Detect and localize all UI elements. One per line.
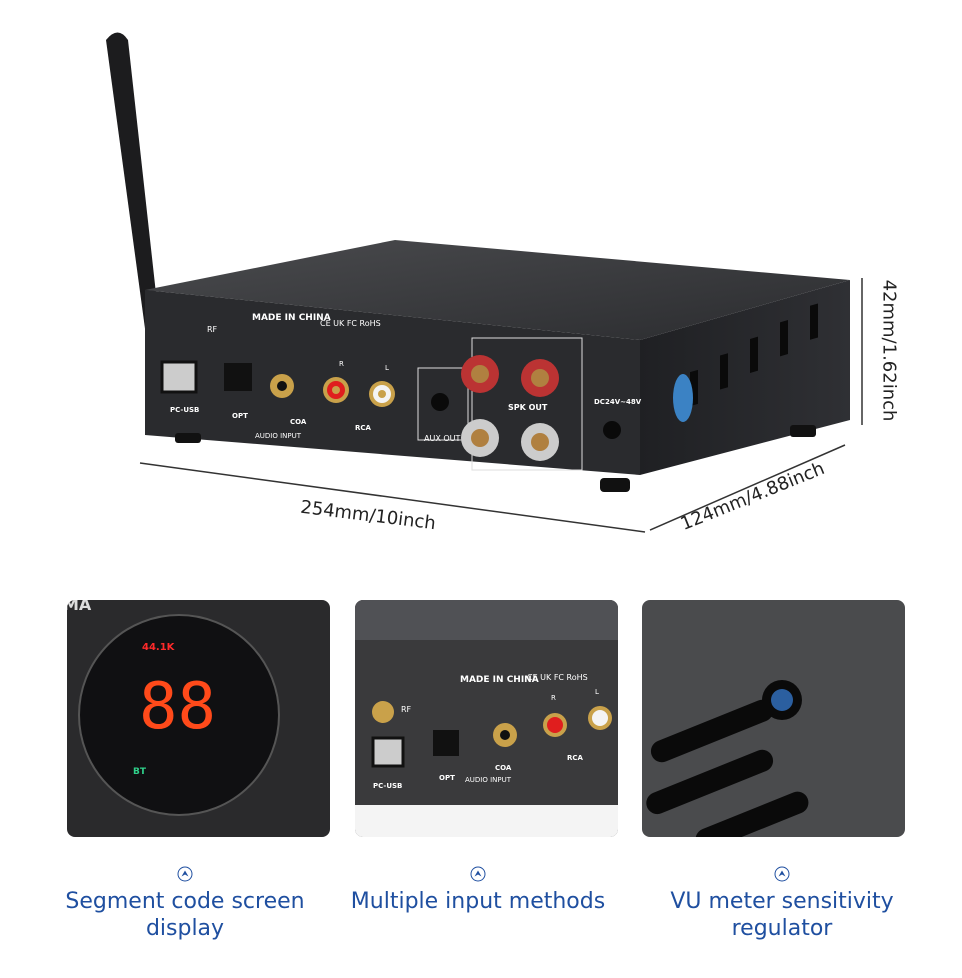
caption-vu-regulator: VU meter sensitivity regulator xyxy=(632,866,932,942)
top-face xyxy=(145,240,850,340)
audio-input-label: AUDIO INPUT xyxy=(465,776,512,784)
vent-slot xyxy=(650,699,774,763)
usb-port xyxy=(371,736,405,768)
segment-digits: 88 xyxy=(139,670,216,744)
l-label: L xyxy=(385,364,389,372)
cert-label: CE UK FC RoHS xyxy=(527,673,588,682)
display-window xyxy=(78,614,280,816)
port-label-opt: OPT xyxy=(232,412,248,420)
caption-line: regulator xyxy=(731,916,833,941)
vent-slot xyxy=(646,749,774,815)
caption-line: VU meter sensitivity xyxy=(670,889,894,914)
port-label-coa: COA xyxy=(290,418,307,426)
warranty-sticker xyxy=(673,374,693,422)
chevron-up-circle-icon xyxy=(774,866,790,882)
optical-port xyxy=(433,730,459,756)
dimension-lines xyxy=(139,278,863,533)
usb-port xyxy=(160,360,198,394)
caption-input-methods: Multiple input methods xyxy=(328,866,628,915)
rf-label: RF xyxy=(207,325,218,334)
aux-out-jack xyxy=(431,393,449,411)
optical-port xyxy=(224,363,252,391)
rf-label: RF xyxy=(401,705,412,714)
chevron-up-circle-icon xyxy=(470,866,486,882)
bt-indicator: BT xyxy=(133,767,147,777)
chevron-up-circle-icon xyxy=(177,866,193,882)
vent-slot xyxy=(695,791,809,837)
panel-input-ports: MADE IN CHINA CE UK FC RoHS RF R L PC-US… xyxy=(355,600,618,837)
r-label: R xyxy=(551,694,556,702)
panel-segment-display: MA 44.1K 88 BT xyxy=(67,600,330,837)
l-label: L xyxy=(595,688,599,696)
dc-input-label: DC24V~48V xyxy=(594,398,642,406)
dc-jack xyxy=(603,421,621,439)
panel-vu-regulator xyxy=(642,600,905,837)
port-label-rca: RCA xyxy=(355,424,372,432)
rear-panel xyxy=(145,290,640,475)
speaker-terminals xyxy=(461,355,559,461)
height-dimension: 42mm/1.62inch xyxy=(878,279,900,422)
made-in-label: MADE IN CHINA xyxy=(252,313,331,323)
product-hero: MADE IN CHINA CE UK FC RoHS RF R L PC-US… xyxy=(106,32,863,533)
caption-segment-display: Segment code screen display xyxy=(35,866,335,942)
brand-fragment: MA xyxy=(67,600,92,614)
port-label-coa: COA xyxy=(495,764,512,772)
sample-rate-indicator: 44.1K xyxy=(142,642,176,653)
made-in-label: MADE IN CHINA xyxy=(460,675,539,685)
port-label-opt: OPT xyxy=(439,774,455,782)
amplifier-rear-view: MADE IN CHINA CE UK FC RoHS RF R L PC-US… xyxy=(106,32,863,533)
caption-line: Multiple input methods xyxy=(350,889,606,914)
caption-line: Segment code screen xyxy=(65,889,305,914)
aux-out-label: AUX OUT xyxy=(424,434,461,443)
port-label-pc-usb: PC-USB xyxy=(373,782,402,790)
r-label: R xyxy=(339,360,344,368)
spk-out-label: SPK OUT xyxy=(508,403,548,412)
port-label-rca: RCA xyxy=(567,754,584,762)
audio-input-label: AUDIO INPUT xyxy=(255,432,302,440)
port-label-pc-usb: PC-USB xyxy=(170,406,199,414)
caption-line: display xyxy=(145,916,225,941)
cert-label: CE UK FC RoHS xyxy=(320,319,381,328)
